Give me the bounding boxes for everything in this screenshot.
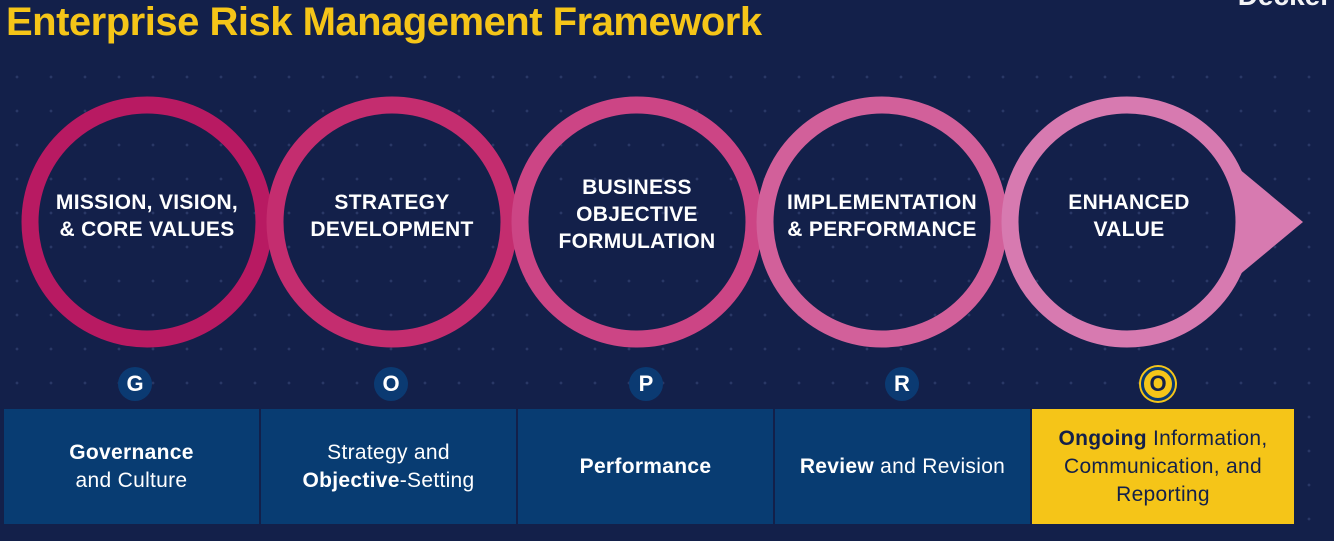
- letter-badge-g: G: [118, 367, 152, 401]
- stage-ring-1: [21, 96, 273, 348]
- letter-badge-p: P: [629, 367, 663, 401]
- letter-badge-o-highlight: O: [1141, 367, 1175, 401]
- stage-ring-4: [756, 96, 1008, 348]
- stage-label-mission: MISSION, VISION,& CORE VALUES: [55, 191, 239, 241]
- component-review: Review and Revision: [775, 409, 1030, 524]
- letter-badge-r: R: [885, 367, 919, 401]
- stage-ring-2: [266, 96, 518, 348]
- stage-label-implementation: IMPLEMENTATION& PERFORMANCE: [786, 191, 978, 241]
- page-title: Enterprise Risk Management Framework: [6, 0, 762, 44]
- arrow-head: [1238, 168, 1303, 276]
- corner-logo-text: Deckel: [1238, 0, 1328, 12]
- letter-badge-o: O: [374, 367, 408, 401]
- stage-ring-3: [511, 96, 763, 348]
- component-performance: Performance: [518, 409, 773, 524]
